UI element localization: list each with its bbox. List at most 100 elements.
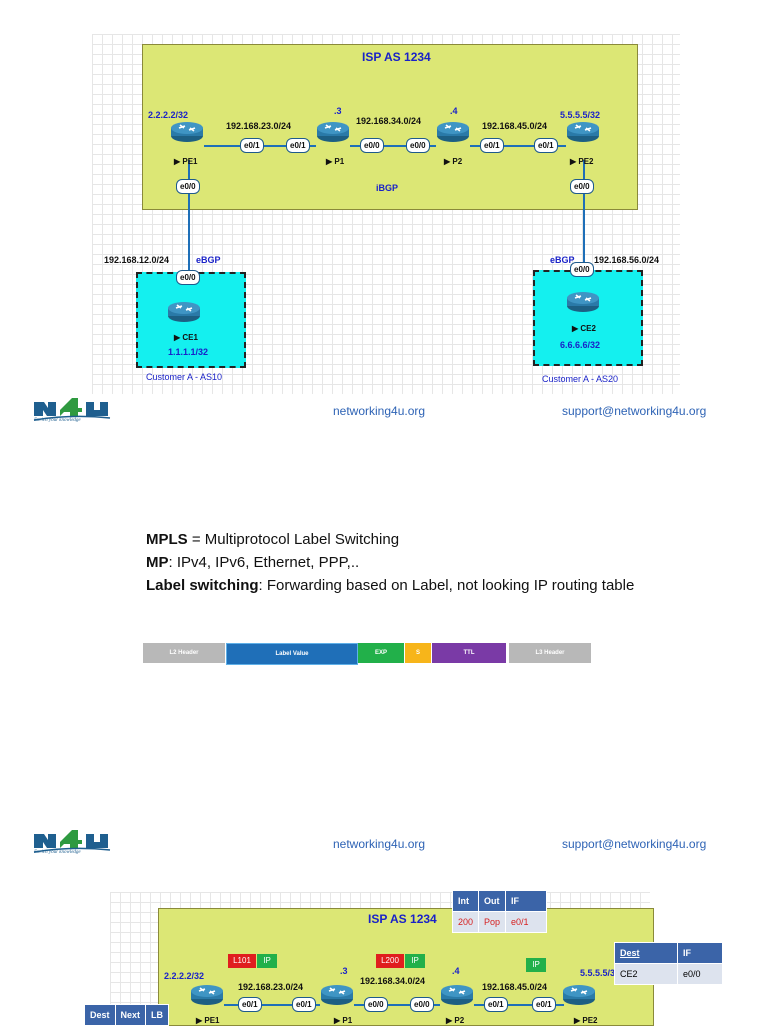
- ebgp-left-label: eBGP: [196, 255, 221, 265]
- label-value-segment: Label Value: [226, 643, 358, 665]
- p1-octet-2: .3: [340, 966, 348, 976]
- p1-octet: .3: [334, 106, 342, 116]
- ce1-customer-caption: Customer A - AS10: [146, 372, 223, 382]
- vrf-table: Dest IF CE2 e0/0: [614, 942, 723, 985]
- site-link[interactable]: networking4u.org: [333, 404, 426, 418]
- p2-router-icon: [437, 122, 469, 142]
- l2-header-segment: L2 Header: [143, 643, 225, 663]
- subnet-b-2: 192.168.34.0/24: [360, 976, 426, 986]
- lfib-cell-out: Pop: [478, 911, 507, 933]
- lfib-header-int: Int: [451, 890, 480, 912]
- tag1-ip: IP: [257, 954, 277, 968]
- ibgp-label: iBGP: [376, 183, 399, 193]
- support-email-link[interactable]: support@networking4u.org: [562, 404, 707, 418]
- pe1-router-icon-2: [191, 985, 223, 1005]
- subnet-c-2: 192.168.45.0/24: [482, 982, 548, 992]
- link-p2-pe2: [470, 145, 566, 147]
- lfib-header-out: Out: [478, 890, 507, 912]
- link2-p2-pe2: [474, 1004, 564, 1006]
- vrf-header-if: IF: [677, 942, 723, 964]
- iface2-2: e0/1: [292, 997, 316, 1012]
- pe1-name: ▶ PE1: [174, 157, 198, 166]
- iface-pe2-e0-0: e0/0: [570, 179, 594, 194]
- ce2-customer-caption: Customer A - AS20: [542, 374, 619, 384]
- ce1-name: ▶ CE1: [174, 333, 198, 342]
- pe2-loopback-2: 5.5.5.5/32: [580, 968, 621, 978]
- pe1-loopback: 2.2.2.2/32: [148, 110, 189, 120]
- iface2-4: e0/0: [410, 997, 434, 1012]
- isp-title: ISP AS 1234: [362, 50, 431, 64]
- exp-segment: EXP: [358, 643, 404, 663]
- tag3-ip: IP: [526, 958, 546, 972]
- p1-router-icon: [317, 122, 349, 142]
- link-pe1-ce1: [188, 160, 190, 300]
- ce2-router-icon: [567, 292, 599, 312]
- pe2-name-2: ▶ PE2: [574, 1016, 598, 1025]
- iface-pe2-e0-1: e0/1: [534, 138, 558, 153]
- pe1-loopback-2: 2.2.2.2/32: [164, 971, 205, 981]
- vrf-cell-if: e0/0: [677, 963, 723, 985]
- vrf-header-dest: Dest: [614, 942, 678, 964]
- iface-p1-e0-0: e0/0: [360, 138, 384, 153]
- subnet-p1-p2: 192.168.34.0/24: [356, 116, 422, 126]
- pe1-router-icon: [171, 122, 203, 142]
- site-link-2[interactable]: networking4u.org: [333, 837, 426, 851]
- pe2-router-icon: [567, 122, 599, 142]
- customer-ce2-area: [533, 270, 643, 366]
- subnet-pe1-ce1: 192.168.12.0/24: [104, 255, 170, 265]
- left-header-lb: LB: [145, 1004, 170, 1026]
- tag2-label: L200: [376, 954, 404, 968]
- isp-title-2: ISP AS 1234: [368, 912, 437, 926]
- link2-p1-p2: [354, 1004, 440, 1006]
- label-switching-definition: Label switching: Forwarding based on Lab…: [146, 577, 635, 594]
- pe1-name-2: ▶ PE1: [196, 1016, 220, 1025]
- isp-area: [142, 44, 638, 210]
- tag1-label: L101: [228, 954, 256, 968]
- left-header-next: Next: [114, 1004, 147, 1026]
- ttl-segment: TTL: [432, 643, 506, 663]
- iface2-5: e0/1: [484, 997, 508, 1012]
- link-pe2-ce2: [583, 160, 585, 300]
- subnet-pe2-ce2: 192.168.56.0/24: [594, 255, 660, 265]
- subnet-pe1-p1: 192.168.23.0/24: [226, 121, 292, 131]
- p2-octet: .4: [450, 106, 458, 116]
- subnet-p2-pe2: 192.168.45.0/24: [482, 121, 548, 131]
- pe2-loopback: 5.5.5.5/32: [560, 110, 601, 120]
- iface-ce2-e0-0: e0/0: [570, 262, 594, 277]
- tag2-ip: IP: [405, 954, 425, 968]
- p2-name-2: ▶ P2: [446, 1016, 465, 1025]
- p2-router-icon-2: [441, 985, 473, 1005]
- lfib-table: Int Out IF 200 Pop e0/1: [451, 890, 548, 933]
- logo-tagline-2: Enrich your knowledge: [34, 850, 81, 855]
- lfib-header-if: IF: [505, 890, 548, 912]
- support-email-link-2[interactable]: support@networking4u.org: [562, 837, 707, 851]
- left-header-dest: Dest: [84, 1004, 116, 1026]
- ce2-loopback: 6.6.6.6/32: [560, 340, 601, 350]
- iface-p2-e0-1: e0/1: [480, 138, 504, 153]
- lfib-cell-int: 200: [451, 911, 480, 933]
- iface-ce1-e0-0: e0/0: [176, 270, 200, 285]
- logo-tagline: Enrich your knowledge: [34, 418, 81, 423]
- s-bit-segment: S: [405, 643, 431, 663]
- iface2-3: e0/0: [364, 997, 388, 1012]
- l3-header-segment: L3 Header: [509, 643, 591, 663]
- p2-octet-2: .4: [452, 966, 460, 976]
- n4u-logo: [33, 398, 111, 421]
- pe2-name: ▶ PE2: [570, 157, 594, 166]
- iface-p2-e0-0: e0/0: [406, 138, 430, 153]
- left-lfib-table: Dest Next LB: [84, 1004, 170, 1026]
- vrf-cell-dest: CE2: [614, 963, 678, 985]
- iface-p1-e0-1: e0/1: [286, 138, 310, 153]
- p1-router-icon-2: [321, 985, 353, 1005]
- ce2-name: ▶ CE2: [572, 324, 596, 333]
- iface2-6: e0/1: [532, 997, 556, 1012]
- ce1-router-icon: [168, 302, 200, 322]
- ce1-loopback: 1.1.1.1/32: [168, 347, 209, 357]
- lfib-cell-if: e0/1: [505, 911, 548, 933]
- p1-name: ▶ P1: [326, 157, 345, 166]
- pe2-router-icon-2: [563, 985, 595, 1005]
- iface2-1: e0/1: [238, 997, 262, 1012]
- iface-pe1-e0-0: e0/0: [176, 179, 200, 194]
- subnet-a-2: 192.168.23.0/24: [238, 982, 304, 992]
- link-p1-p2: [350, 145, 436, 147]
